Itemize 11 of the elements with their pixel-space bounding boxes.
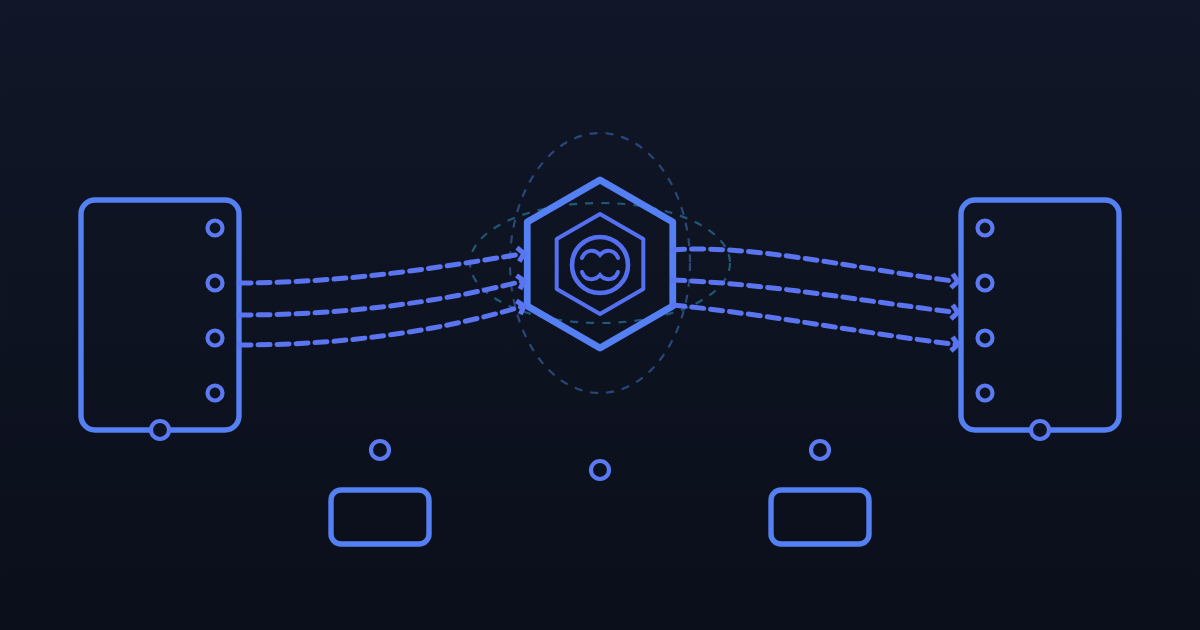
small-box (328, 487, 432, 547)
arrow (670, 277, 961, 321)
arrow (670, 302, 961, 353)
small-box (768, 487, 872, 547)
arrow (236, 273, 528, 318)
arrow (236, 245, 528, 286)
arrow (670, 246, 961, 290)
arrow (236, 298, 528, 348)
device-box (958, 197, 1122, 433)
hexagon-shape (523, 176, 677, 352)
device-box (78, 197, 242, 433)
